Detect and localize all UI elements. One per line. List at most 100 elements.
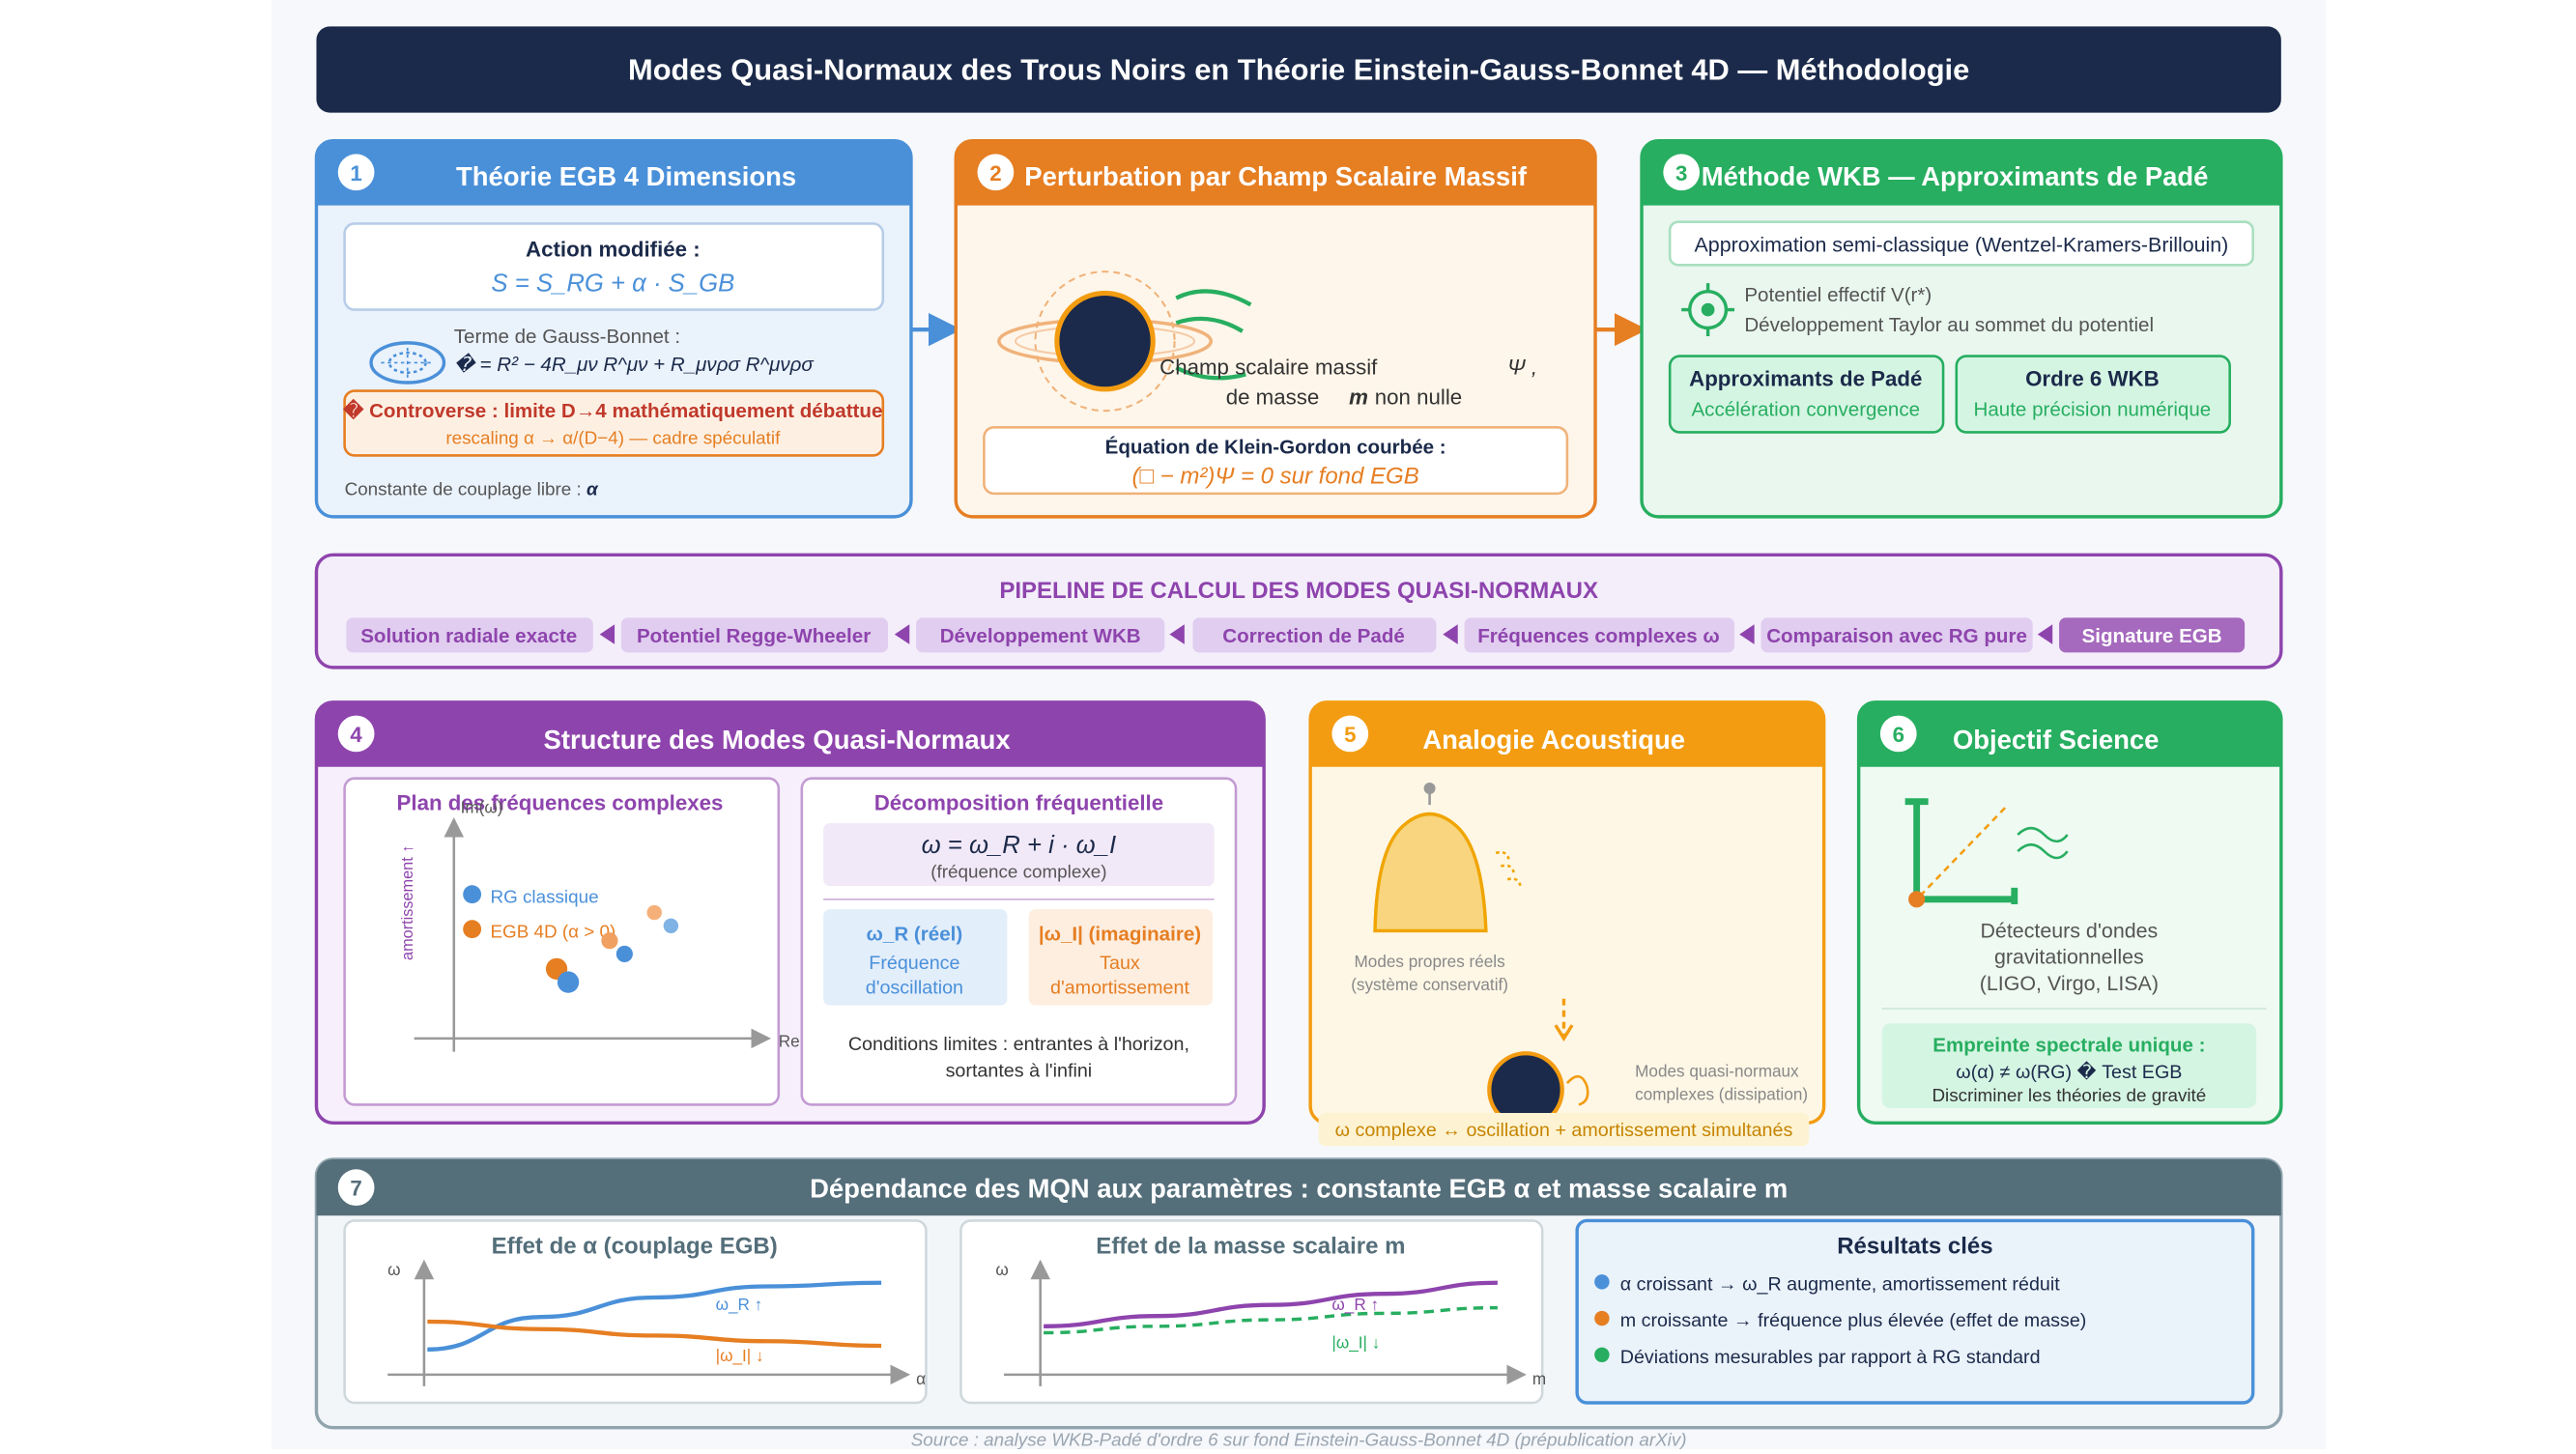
results-title: Résultats clés (1837, 1234, 1992, 1260)
complex-plane-title: Plan des fréquences complexes (397, 790, 724, 814)
panel-number: 2 (989, 161, 1001, 185)
scalar-field-line2: de masse m non nulle (1226, 385, 1462, 409)
real-part-line2: d'oscillation (866, 978, 963, 999)
legend-rg-dot (463, 885, 482, 904)
source-footer: Source : analyse WKB-Padé d'ordre 6 sur … (911, 1430, 1687, 1449)
mass-symbol: m (1349, 385, 1368, 409)
panel-number: 3 (1675, 161, 1687, 185)
chart-mass-omega-r-line (1044, 1280, 1498, 1328)
panel-title: Théorie EGB 4 Dimensions (456, 161, 796, 191)
pipeline-step: Fréquences complexes ω (1477, 625, 1720, 647)
acoustic-footer: ω complexe ↔ oscillation + amortissement… (1335, 1120, 1793, 1141)
pipeline-step: Potentiel Regge-Wheeler (637, 625, 871, 647)
frequency-formula: ω = ω_R + i · ω_I (922, 832, 1116, 859)
coupling-constant: Constante de couplage libre : α (345, 479, 599, 499)
black-hole-icon (1487, 998, 1589, 1128)
result-bullet (1594, 1274, 1610, 1290)
panel-parameter-dependence: 7 Dépendance des MQN aux paramètres : co… (314, 1157, 2283, 1430)
gb-label: Terme de Gauss-Bonnet : (454, 326, 680, 348)
controversy-subtext: rescaling α → α/(D−4) — cadre spéculatif (445, 427, 781, 447)
pade-title: Approximants de Padé (1689, 366, 1922, 390)
pipeline-title: PIPELINE DE CALCUL DES MODES QUASI-NORMA… (999, 578, 1598, 604)
panel-title: Analogie Acoustique (1422, 725, 1685, 755)
panel-number: 4 (350, 723, 362, 747)
chart-mass-xlabel: m (1532, 1369, 1546, 1388)
qnm-line1: Modes quasi-normaux (1635, 1061, 1799, 1080)
chart-mass-ylabel: ω (995, 1260, 1008, 1279)
wkb-order-title: Ordre 6 WKB (2025, 366, 2160, 390)
action-label: Action modifiée : (526, 238, 701, 262)
mass-label: de masse (1226, 385, 1320, 409)
chart-mass-omega-r-label: ω_R ↑ (1331, 1295, 1379, 1314)
gb-formula: � = R² − 4R_μν R^μν + R_μνρσ R^μνρσ (454, 353, 816, 376)
detectors-line2: gravitationnelles (1994, 946, 2144, 969)
chart-alpha-title: Effet de α (couplage EGB) (492, 1234, 778, 1260)
panel-number: 7 (350, 1177, 361, 1201)
pipeline-step: Solution radiale exacte (360, 625, 577, 647)
orbit-icon (369, 341, 446, 385)
qnm-line2: complexes (dissipation) (1635, 1084, 1808, 1103)
target-icon (1681, 283, 1735, 336)
panel-title: Méthode WKB — Approximants de Padé (1702, 161, 2209, 191)
result-item: m croissante → fréquence plus élevée (ef… (1620, 1310, 2087, 1331)
panel-acoustic-analogy: 5 Analogie Acoustique Modes propres réel… (1308, 700, 1826, 1147)
klein-gordon-formula: (□ − m²)Ψ = 0 sur fond EGB (1132, 464, 1419, 490)
panel-scalar-perturbation: Perturbation par Champ Scalaire Massif 2… (954, 139, 1597, 519)
decomposition-title: Décomposition fréquentielle (874, 790, 1163, 814)
panel-title: Structure des Modes Quasi-Normaux (544, 725, 1012, 755)
result-bullet (1594, 1310, 1610, 1326)
panel-number: 6 (1893, 723, 1904, 747)
panel-number: 5 (1344, 723, 1356, 747)
coupling-label: Constante de couplage libre : (345, 479, 582, 499)
pipeline: PIPELINE DE CALCUL DES MODES QUASI-NORMA… (314, 553, 2283, 670)
chart-mass-omega-i-label: |ω_I| ↓ (1331, 1332, 1380, 1352)
boundary-conditions-line1: Conditions limites : entrantes à l'horiz… (848, 1034, 1189, 1055)
legend-egb-dot (463, 920, 482, 939)
x-axis-label: Re (779, 1031, 800, 1050)
chart-alpha-omega-r-label: ω_R ↑ (716, 1295, 763, 1314)
y-axis-side-label: amortissement ↑ (399, 845, 416, 960)
psi-symbol: Ψ , (1507, 355, 1537, 379)
klein-gordon-label: Équation de Klein-Gordon courbée : (1105, 437, 1446, 459)
panel-title: Dépendance des MQN aux paramètres : cons… (810, 1173, 1788, 1203)
imag-part-line1: Taux (1100, 953, 1140, 974)
potential-line1: Potentiel effectif V(r*) (1744, 284, 1932, 306)
chart-mass-omega-i-line (1044, 1305, 1498, 1335)
spectral-box-title: Empreinte spectrale unique : (1932, 1035, 2205, 1057)
result-bullet (1594, 1347, 1610, 1362)
legend-rg: RG classique (490, 886, 598, 906)
pade-subtitle: Accélération convergence (1691, 398, 1920, 420)
boundary-conditions-line2: sortantes à l'infini (946, 1060, 1093, 1081)
chart-alpha-xlabel: α (916, 1369, 926, 1388)
real-part-title: ω_R (réel) (867, 924, 963, 946)
wkb-order-subtitle: Haute précision numérique (1973, 398, 2211, 420)
page-title: Modes Quasi-Normaux des Trous Noirs en T… (628, 52, 1969, 86)
imag-part-title: |ω_I| (imaginaire) (1039, 924, 1201, 946)
panel-title: Objectif Science (1953, 725, 2159, 755)
panel-science-objective: 6 Objectif Science Détecteurs d'ondes gr… (1856, 700, 2283, 1125)
detectors-line1: Détecteurs d'ondes (1980, 919, 2158, 942)
qnm-point-rg (557, 971, 580, 993)
spectral-box-line1: ω(α) ≠ ω(RG) � Test EGB (1956, 1060, 2182, 1083)
detectors-line3: (LIGO, Virgo, LISA) (1980, 972, 2159, 995)
result-item: α croissant → ω_R augmente, amortissemen… (1620, 1273, 2061, 1295)
header: Modes Quasi-Normaux des Trous Noirs en T… (316, 26, 2281, 113)
detector-icon (1904, 798, 2069, 908)
qnm-point-egb (601, 932, 618, 950)
chart-alpha-omega-i-label: |ω_I| ↓ (716, 1346, 764, 1365)
chart-alpha-omega-i-line (427, 1319, 882, 1349)
bell-modes-line1: Modes propres réels (1355, 952, 1505, 971)
y-axis-label: Im(ω) (461, 798, 503, 817)
legend-egb: EGB 4D (α > 0) (490, 921, 615, 941)
coupling-symbol: α (587, 479, 599, 499)
qnm-point-rg (615, 945, 633, 962)
pipeline-step: Correction de Padé (1222, 625, 1405, 647)
qnm-point-rg (663, 918, 679, 933)
nonzero-label: non nulle (1375, 385, 1462, 409)
chart-alpha-ylabel: ω (387, 1260, 400, 1279)
panel-title: Perturbation par Champ Scalaire Massif (1024, 161, 1528, 191)
bell-modes-line2: (système conservatif) (1351, 975, 1508, 994)
wkb-approximation: Approximation semi-classique (Wentzel-Kr… (1695, 234, 2229, 257)
qnm-point-egb (646, 904, 662, 921)
